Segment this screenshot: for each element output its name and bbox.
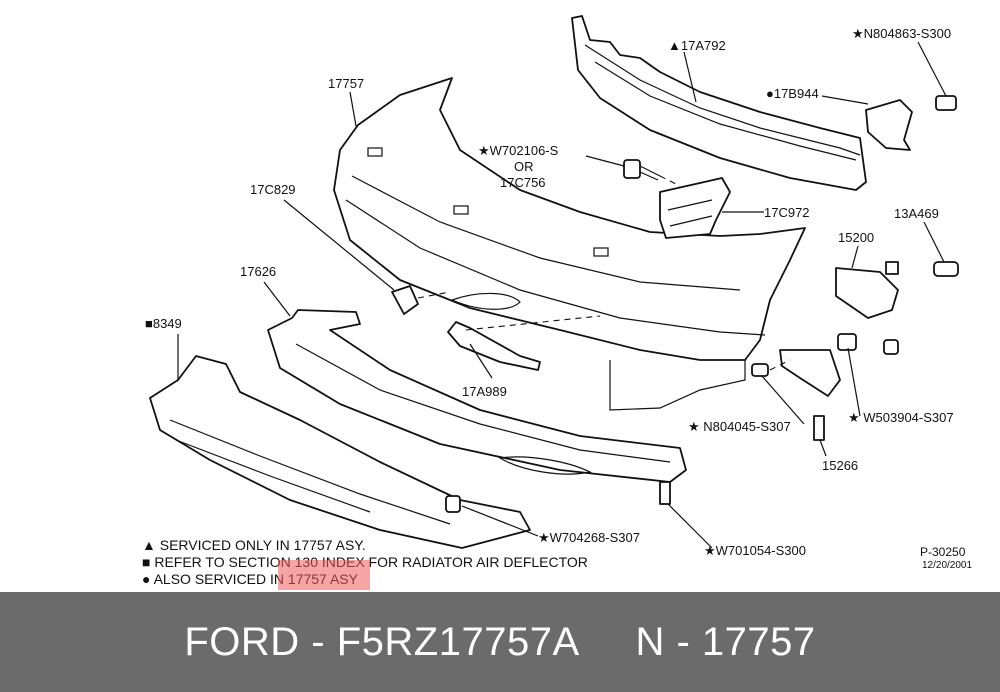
small-fasteners-drawing	[391, 285, 671, 513]
note-serviced-only: ▲ SERVICED ONLY IN 17757 ASY.	[142, 537, 366, 553]
bolt-w702106-drawing	[623, 159, 661, 181]
label-8349: ■8349	[145, 316, 182, 331]
leader-lines	[177, 41, 947, 549]
label-17c829: 17C829	[250, 182, 296, 197]
search-match-highlight	[278, 560, 370, 590]
lamp-bracket-15266-drawing	[751, 333, 857, 441]
reference-code: P-30250	[920, 545, 966, 559]
label-w701054: ★W701054-S300	[704, 543, 806, 558]
lamp-15200-drawing	[835, 261, 959, 355]
assembly-lines	[417, 175, 791, 371]
label-17a792: ▲17A792	[668, 38, 726, 53]
label-15266: 15266	[822, 458, 858, 473]
label-17757: 17757	[328, 76, 364, 91]
label-w503904: ★ W503904-S307	[848, 410, 954, 425]
reference-date: 12/20/2001	[922, 560, 972, 571]
label-17b944: ●17B944	[766, 86, 819, 101]
label-n804045: ★ N804045-S307	[688, 419, 791, 434]
diagram-drawing: 17757 ▲17A792 ★N804863-S300 ●17B944 ★W70…	[142, 15, 972, 587]
label-17626: 17626	[240, 264, 276, 279]
energy-absorber-17626-drawing	[267, 309, 687, 483]
label-13a469: 13A469	[894, 206, 939, 221]
label-w702106: ★W702106-S	[478, 143, 559, 158]
part-number-text: FORD - F5RZ17757A N - 17757	[184, 619, 816, 664]
label-or: OR	[514, 159, 534, 174]
bracket-17c972-drawing	[659, 177, 731, 239]
air-deflector-8349-drawing	[149, 355, 531, 549]
label-15200: 15200	[838, 230, 874, 245]
label-n804863: ★N804863-S300	[852, 26, 951, 41]
label-17c972: 17C972	[764, 205, 810, 220]
bumper-cover-drawing	[333, 77, 806, 411]
bracket-17b944-drawing	[865, 95, 957, 151]
part-number-footer: FORD - F5RZ17757A N - 17757	[0, 592, 1000, 692]
label-17c756: 17C756	[500, 175, 546, 190]
bumper-exploded-diagram: 17757 ▲17A792 ★N804863-S300 ●17B944 ★W70…	[142, 15, 972, 587]
label-w704268: ★W704268-S307	[538, 530, 640, 545]
label-17a989: 17A989	[462, 384, 507, 399]
bumper-reinforcement-drawing	[571, 15, 867, 191]
